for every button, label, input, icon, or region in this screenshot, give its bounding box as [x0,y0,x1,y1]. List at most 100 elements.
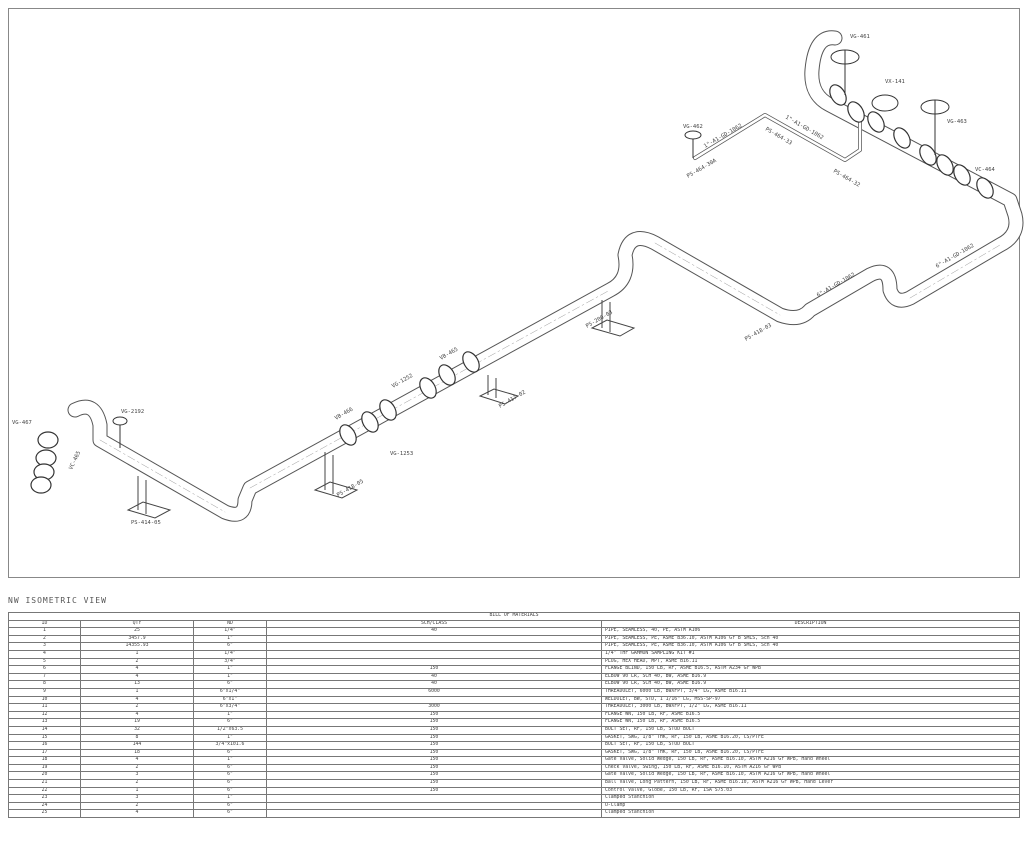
label-ps-418-05: PS-418-05 [336,479,365,499]
drawing-frame [8,8,1020,578]
label-ps-200-03: PS-200-03 [585,310,614,330]
cell-nd: 6" [193,718,267,727]
cell-nd: 6"x3/4" [193,703,267,712]
cell-sch-class: 150 [266,786,602,796]
cell-sch-class: 150 [266,771,602,781]
cell-nd: 6"x1" [193,695,267,705]
cell-nd: 6" [193,748,267,758]
isometric-piping-drawing: VG-461 VX-141 VG-463 VC-464 VG-462 1"-A1… [12,30,1024,526]
cell-id: 20 [8,771,81,781]
label-vc-465: VC-465 [68,450,82,471]
cell-qty: 14355.93 [80,642,194,651]
cell-id: 6 [8,665,81,674]
cell-id: 21 [8,779,81,788]
cell-nd: 6" [193,763,267,773]
cell-sch-class: 150 [266,779,602,788]
cell-sch-class [266,801,602,811]
cell-sch-class [266,649,602,659]
label-vg-467: VG-467 [12,420,32,426]
cell-id: 7 [8,672,81,682]
pipe-centerlines [99,242,1001,513]
cell-description: BOLT SET, RF, 150 LB, STUD BOLT [601,741,1020,750]
cell-qty: 18 [80,748,194,758]
cell-description: GASKET, SWG, 1/8" THK, RF, 150 LB, ASME … [601,733,1020,743]
cell-qty: 32 [80,725,194,735]
col-header-qty: QTY [80,619,194,629]
label-ps-417-02: PS-417-02 [498,390,527,410]
cell-qty: 19 [80,718,194,727]
col-header-sch-class: SCH/CLASS [266,619,602,629]
cell-description: BOLT SET, RF, 150 LB, STUD BOLT [601,725,1020,735]
cell-id: 10 [8,695,81,705]
cell-qty: 4 [80,809,194,819]
cell-id: 2 [8,634,81,644]
cell-nd: 6" [193,779,267,788]
cell-description: FLANGE WN, 150 LB, RF, ASME B16.5 [601,718,1020,727]
cell-sch-class: 6000 [266,687,602,697]
cell-description: PLUG, HEX HEAD, MPT, ASME B16.11 [601,657,1020,667]
cell-qty: 3 [80,771,194,781]
label-vc-464: VC-464 [975,167,996,173]
cell-qty: 4 [80,756,194,765]
cell-sch-class: 40 [266,672,602,682]
cell-nd: 1" [193,756,267,765]
cell-nd: 1" [193,665,267,674]
cell-nd: 3/4"x101.6 [193,741,267,750]
label-ps-464-30a: PS-464-30A [686,158,718,180]
cell-qty: 4 [80,695,194,705]
cell-nd: 1" [193,672,267,682]
label-vx-141: VX-141 [885,79,905,85]
cell-nd: 1" [193,710,267,720]
bill-of-materials-table: BILL OF MATERIALS ID QTY ND SCH/CLASS DE… [8,612,1020,819]
cell-qty: 8 [80,733,194,743]
cell-description: THREADOLET, 3000 LB, BWXFPT, 1/2" LG, AS… [601,703,1020,712]
cell-id: 9 [8,687,81,697]
cell-qty: 4 [80,672,194,682]
cell-description: PIPE, SEAMLESS, 40, PE, ASTM A106 [601,627,1020,636]
cell-sch-class: 40 [266,680,602,689]
cell-id: 5 [8,657,81,667]
label-vg-463: VG-463 [947,119,967,125]
cell-sch-class [266,794,602,803]
label-vg-1253: VG-1253 [390,451,413,457]
cell-qty: 1 [80,649,194,659]
cell-id: 23 [8,794,81,803]
cell-id: 25 [8,809,81,819]
cell-qty: 3 [80,794,194,803]
cell-nd: 1" [193,733,267,743]
cell-nd: 6" [193,642,267,651]
cell-sch-class: 150 [266,756,602,765]
cell-description: GASKET, SWG, 1/8" THK, RF, 150 LB, ASME … [601,748,1020,758]
cell-sch-class: 150 [266,665,602,674]
cell-sch-class: 150 [266,733,602,743]
label-ps-418-03: PS-418-03 [744,323,773,343]
cell-description: FLANGE WN, 150 LB, RF, ASME B16.5 [601,710,1020,720]
cell-description: ELBOW 90 LR, SCH 40, BW, ASME B16.9 [601,680,1020,689]
cell-nd: 6" [193,809,267,819]
cell-qty: 2 [80,657,194,667]
cell-qty: 2 [80,779,194,788]
valve-flanges [30,84,994,494]
cell-nd: 6" [193,771,267,781]
cell-description: PIPE, SEAMLESS, PE, ASME B36.10, ASTM A1… [601,634,1020,644]
col-header-id: ID [8,619,81,629]
cell-qty: 2 [80,763,194,773]
cell-sch-class [266,809,602,819]
label-vb-466: VB-466 [334,407,354,422]
cell-nd: 6" [193,786,267,796]
